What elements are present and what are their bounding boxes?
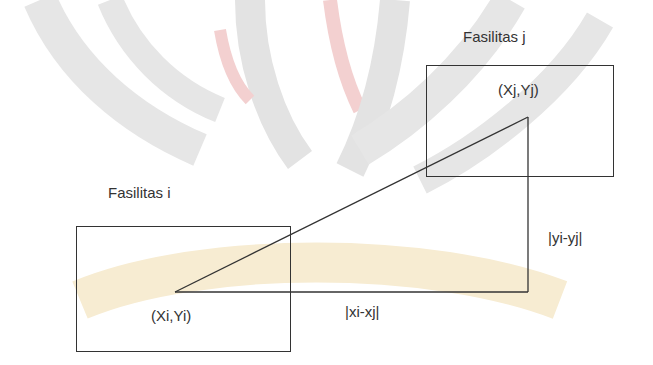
horizontal-leg (175, 291, 528, 292)
coordinate-label: (Xj,Yj) (498, 81, 539, 99)
watermark-shape (40, 0, 600, 300)
vertical-leg (527, 117, 528, 292)
facility-name: Fasilitas j (463, 28, 526, 46)
distance-label: |xi-xj| (345, 303, 379, 321)
facility-name: Fasilitas i (108, 184, 171, 202)
coordinate-label: (Xi,Yi) (151, 307, 191, 325)
facility-box: Fasilitas i(Xi,Yi) (76, 226, 291, 352)
distance-line (175, 117, 528, 292)
facility-box: Fasilitas j(Xj,Yj) (426, 65, 614, 177)
distance-label: |yi-yj| (548, 229, 582, 247)
